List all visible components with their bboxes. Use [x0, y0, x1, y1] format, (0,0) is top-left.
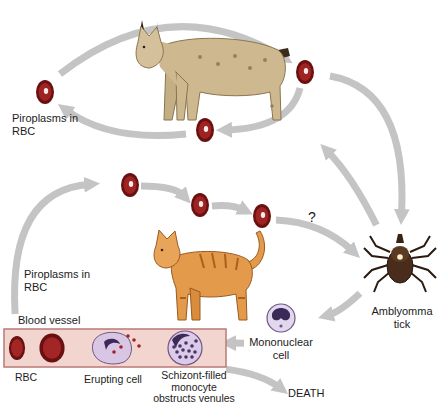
node-text: Mononuclear cell	[244, 336, 318, 361]
cycle-arrow	[66, 110, 186, 136]
blood-vessel-node: Blood vessel	[4, 314, 226, 372]
merozoite	[119, 345, 123, 349]
erupting-cell	[92, 332, 131, 364]
tick-mouthparts	[396, 234, 404, 243]
cat-eye	[161, 249, 164, 252]
cell-granule	[279, 324, 282, 327]
outcome-node: DEATH	[288, 386, 342, 402]
bobcat-spot	[248, 66, 252, 70]
part-label: RBC	[6, 372, 46, 384]
tick-node: Amblyomma tick	[360, 225, 442, 335]
bobcat-eye	[143, 46, 146, 49]
red-blood-cell	[39, 334, 64, 363]
cat-tail	[248, 231, 265, 270]
red-blood-cell	[191, 193, 209, 217]
bobcat-spot	[263, 58, 267, 62]
cell-nucleus	[272, 308, 290, 320]
flow-arrow	[276, 220, 353, 251]
cycle-arrow	[212, 206, 244, 211]
node-text: Piroplasms in RBC	[24, 268, 94, 293]
mononuclear-node: Mononuclear cell	[244, 300, 318, 372]
bobcat-body	[160, 38, 285, 120]
red-blood-cell	[121, 173, 139, 197]
node-text: Piroplasms in RBC	[12, 112, 84, 137]
blood-vessel	[4, 329, 226, 367]
merozoite	[112, 350, 116, 354]
node-text: Blood vessel	[18, 314, 118, 327]
bobcat-tail	[278, 48, 290, 58]
cat-stripes	[180, 253, 245, 298]
merozoite	[132, 338, 136, 342]
edge-label: ?	[302, 209, 322, 225]
flow-arrow	[327, 151, 376, 225]
cat-leg	[190, 288, 200, 320]
tick-spot	[397, 254, 403, 260]
bobcat-spot	[270, 104, 274, 108]
red-blood-cell	[253, 204, 271, 228]
cat-illustration	[154, 230, 265, 320]
red-blood-cell	[296, 60, 314, 84]
cell-nucleus	[172, 334, 190, 348]
cycle-arrow	[226, 88, 300, 130]
tick-body	[387, 249, 413, 283]
tick-scutum	[391, 246, 409, 262]
bobcat-neck	[155, 40, 178, 87]
mononuclear-cell	[267, 304, 295, 332]
part-label: Schizont-filled monocyte obstructs venul…	[150, 370, 238, 405]
bobcat-leg	[176, 72, 188, 120]
cat-head	[154, 230, 180, 268]
bobcat-cycle: Piroplasms in RBC	[8, 8, 330, 144]
bobcat-ear-tuft	[141, 20, 158, 31]
cell-nucleus	[104, 339, 120, 350]
flow-arrow	[226, 369, 280, 388]
bobcat-spot	[198, 55, 202, 59]
cat-cycle: Piroplasms in RBC	[100, 168, 276, 298]
flow-arrow	[330, 76, 402, 215]
tick-legs	[364, 236, 436, 292]
flow-arrow	[15, 184, 90, 314]
cycle-arrow	[60, 27, 284, 74]
merozoite	[137, 344, 141, 348]
part-label: Erupting cell	[78, 374, 148, 386]
bobcat-head	[136, 26, 163, 68]
bobcat-spot	[216, 62, 220, 66]
node-text: DEATH	[288, 387, 342, 400]
flow-arrow	[230, 340, 244, 347]
cat-body	[171, 251, 252, 320]
node-text: Amblyomma tick	[364, 305, 440, 330]
bobcat-leg	[164, 62, 180, 120]
bobcat-illustration	[136, 20, 290, 120]
merozoite	[126, 334, 130, 338]
red-blood-cell	[9, 336, 25, 360]
schizont-bodies	[172, 339, 198, 359]
cycle-arrow	[141, 186, 184, 196]
schizont-monocyte	[168, 331, 202, 365]
red-blood-cell	[36, 80, 54, 104]
tick-illustration	[364, 234, 436, 292]
flow-arrow	[328, 293, 360, 315]
red-blood-cell	[196, 118, 214, 142]
bobcat-spot	[233, 54, 237, 58]
